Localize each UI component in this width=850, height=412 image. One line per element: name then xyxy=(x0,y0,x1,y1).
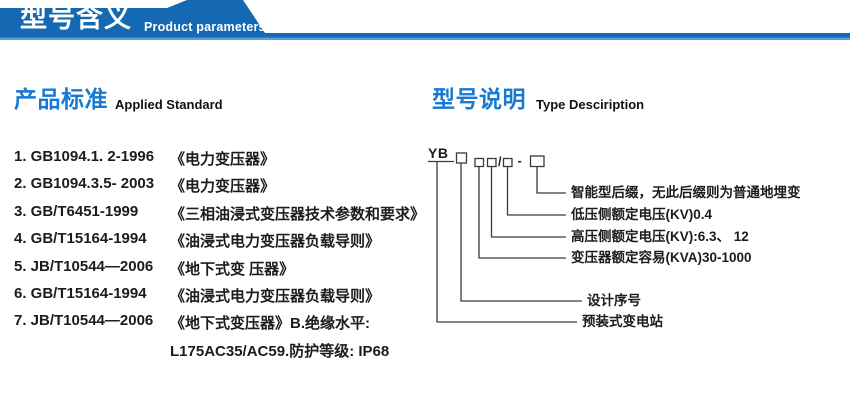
page-banner: 型号含义 Product parameters xyxy=(0,0,850,42)
model-box-lv-voltage xyxy=(502,157,513,168)
callout-line-smart-suffix xyxy=(536,166,566,194)
standard-code: 5. JB/T10544—2006 xyxy=(14,257,154,275)
model-designation-diagram: YB / - 智能型后缀，无此后缀则为普通地埋变 低压侧额定电压(KV)0.4 … xyxy=(428,145,801,329)
callout-line-lv-voltage xyxy=(506,166,566,216)
model-box-design-serial xyxy=(455,152,468,164)
standard-item: 5. JB/T10544—2006 《地下式变 压器》 xyxy=(14,258,434,285)
model-prefix-text: YB xyxy=(428,145,448,161)
standard-item: 6. GB/T15164-1994 《油浸式电力变压器负载导则》 xyxy=(14,285,434,312)
standard-title: 《地下式变 压器》 xyxy=(170,260,295,278)
standard-title: 《油浸式电力变压器负载导则》 xyxy=(170,233,381,251)
heading-applied-standard-en: Applied Standard xyxy=(115,97,223,112)
heading-type-description-zh: 型号说明 xyxy=(432,86,526,112)
standard-title: 《电力变压器》 xyxy=(170,151,276,168)
model-box-hv-voltage xyxy=(486,157,497,168)
callout-line-design-serial xyxy=(460,163,582,302)
standard-title: 《油浸式电力变压器负载导则》 xyxy=(170,287,381,305)
standard-item: 1. GB1094.1. 2-1996 《电力变压器》 xyxy=(14,148,434,175)
standard-code: 6. GB/T15164-1994 xyxy=(14,284,147,302)
standard-title: 《电力变压器》 xyxy=(170,178,276,196)
heading-type-description-en: Type Desciription xyxy=(536,97,645,112)
banner-ribbon-shape xyxy=(0,0,850,40)
label-substation: 预装式变电站 xyxy=(582,313,663,329)
label-lv-voltage: 低压侧额定电压(KV)0.4 xyxy=(570,206,713,222)
slash-separator: / xyxy=(498,155,502,169)
standard-code: 2. GB1094.3.5- 2003 xyxy=(14,175,155,193)
standard-item: 3. GB/T6451-1999 《三相油浸式变压器技术参数和要求》 xyxy=(14,203,434,230)
dash-separator: - xyxy=(518,154,522,168)
standard-title: 《地下式变压器》B.绝缘水平: xyxy=(170,315,370,333)
standard-item: 4. GB/T15164-1994 《油浸式电力变压器负载导则》 xyxy=(14,230,434,257)
banner-title: 型号含义 xyxy=(20,3,132,33)
callout-line-hv-voltage xyxy=(490,166,566,238)
model-box-smart-suffix xyxy=(529,155,545,168)
standard-code: 1. GB1094.1. 2-1996 xyxy=(14,148,155,165)
label-capacity: 变压器额定容易(KVA)30-1000 xyxy=(571,249,752,265)
standard-title: L175AC35/AC59.防护等级: IP68 xyxy=(170,342,390,360)
label-design-serial: 设计序号 xyxy=(587,292,641,308)
standard-item: 2. GB1094.3.5- 2003 《电力变压器》 xyxy=(14,175,434,202)
callout-line-capacity xyxy=(478,166,566,259)
model-box-capacity xyxy=(474,157,485,168)
standard-item: 7. JB/T10544—2006 《地下式变压器》B.绝缘水平: xyxy=(14,312,434,339)
heading-applied-standard-zh: 产品标准 xyxy=(14,86,108,112)
callout-line-substation xyxy=(436,161,577,323)
standard-code: 3. GB/T6451-1999 xyxy=(14,202,139,220)
label-hv-voltage: 高压侧额定电压(KV):6.3、 12 xyxy=(571,228,749,244)
standard-item: L175AC35/AC59.防护等级: IP68 xyxy=(14,340,434,367)
standard-code: 4. GB/T15164-1994 xyxy=(14,230,147,248)
standard-title: 《三相油浸式变压器技术参数和要求》 xyxy=(170,205,426,223)
standards-list: 1. GB1094.1. 2-1996 《电力变压器》 2. GB1094.3.… xyxy=(14,148,434,367)
standard-code: 7. JB/T10544—2006 xyxy=(14,312,154,330)
label-smart-suffix: 智能型后缀，无此后缀则为普通地埋变 xyxy=(571,184,801,200)
banner-subtitle: Product parameters xyxy=(144,20,266,34)
